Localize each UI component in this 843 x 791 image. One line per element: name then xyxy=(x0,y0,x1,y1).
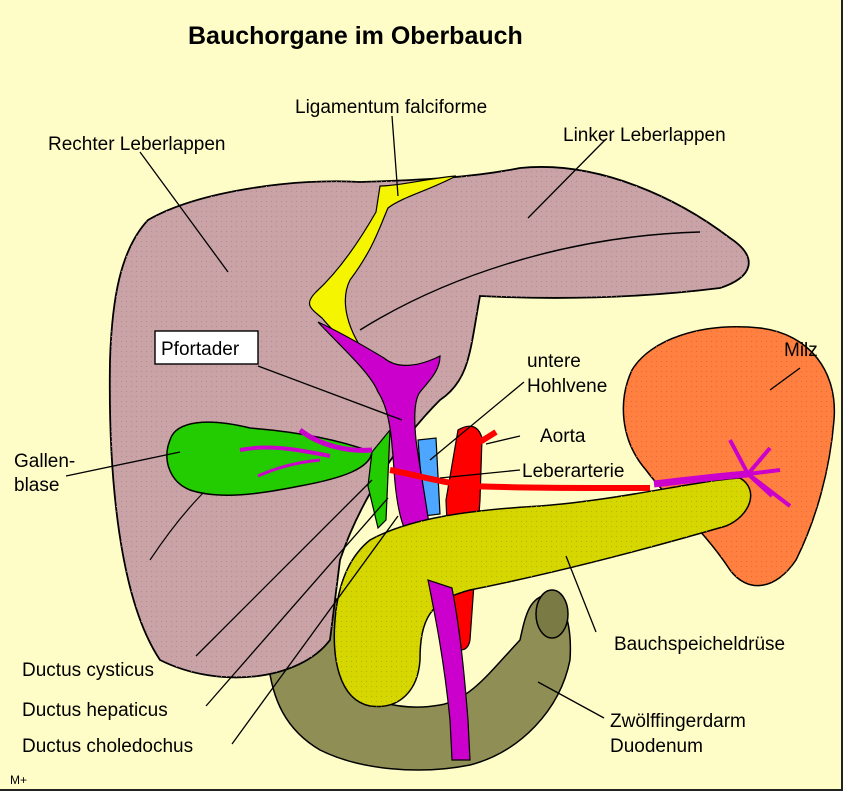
label-milz: Milz xyxy=(784,340,818,361)
label-pfortader: Pfortader xyxy=(161,339,240,360)
label-duodenum: Duodenum xyxy=(610,736,703,757)
label-ductus-choledochus: Ductus choledochus xyxy=(22,736,193,757)
label-linker-leberlappen: Linker Leberlappen xyxy=(563,125,726,146)
label-blase: blase xyxy=(14,475,59,496)
label-aorta: Aorta xyxy=(540,426,586,447)
label-leberarterie: Leberarterie xyxy=(522,461,624,482)
figure-title: Bauchorgane im Oberbauch xyxy=(188,22,523,50)
label-ductus-hepaticus: Ductus hepaticus xyxy=(22,700,168,721)
label-untere: untere xyxy=(527,351,581,372)
corner-mark: M+ xyxy=(10,773,27,787)
label-ductus-cysticus: Ductus cysticus xyxy=(22,660,154,681)
spleen-shape xyxy=(623,327,834,586)
label-gallen: Gallen- xyxy=(14,451,75,472)
label-rechter-leberlappen: Rechter Leberlappen xyxy=(48,134,225,155)
label-hohlvene: Hohlvene xyxy=(527,376,607,397)
label-zwoelffingerdarm: Zwölffingerdarm xyxy=(610,711,746,732)
label-ligamentum-falciforme: Ligamentum falciforme xyxy=(295,97,487,118)
label-bauchspeicheldruese: Bauchspeicheldrüse xyxy=(614,634,785,655)
